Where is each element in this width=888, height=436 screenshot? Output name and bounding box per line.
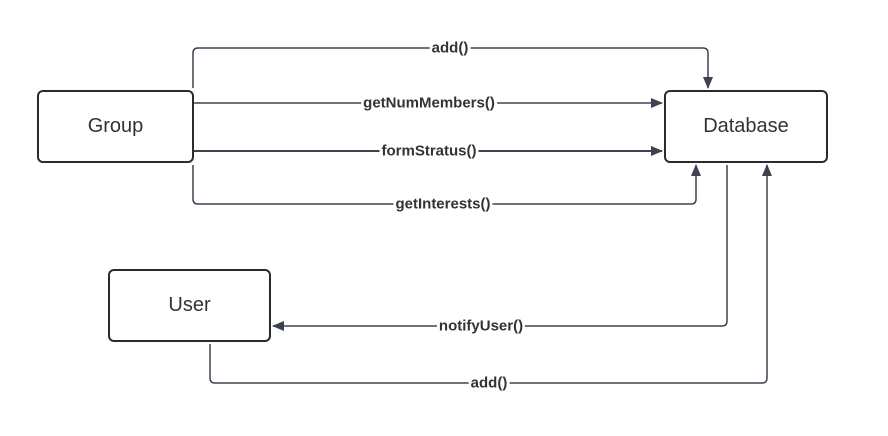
edge-label-form-stratus: formStratus(): [379, 142, 479, 160]
edge-label-get-num-members: getNumMembers(): [361, 94, 497, 112]
edge-label-user-add: add(): [468, 374, 510, 392]
database-node-label: Database: [703, 115, 789, 137]
user-node[interactable]: User: [108, 269, 271, 342]
edge-label-notify-user: notifyUser(): [436, 317, 526, 335]
edge-label-get-interests: getInterests(): [393, 195, 493, 213]
user-node-label: User: [168, 294, 211, 316]
edge-label-group-add: add(): [429, 39, 471, 57]
database-node[interactable]: Database: [664, 90, 828, 163]
group-node-label: Group: [87, 115, 144, 137]
group-node[interactable]: Group: [37, 90, 194, 163]
edge-notify-user: [272, 165, 728, 331]
